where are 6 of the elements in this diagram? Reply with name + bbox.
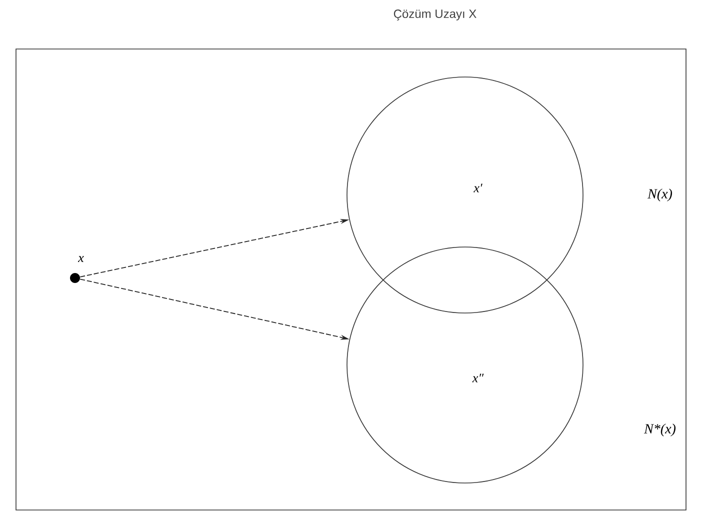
point-label: x′ xyxy=(474,184,482,192)
set-label: N(x) xyxy=(647,188,672,202)
point-label: x xyxy=(78,256,84,262)
point-label: x″ xyxy=(472,374,484,382)
set-label: N*(x) xyxy=(644,424,676,436)
title: Çözüm Uzayı X xyxy=(394,10,476,20)
